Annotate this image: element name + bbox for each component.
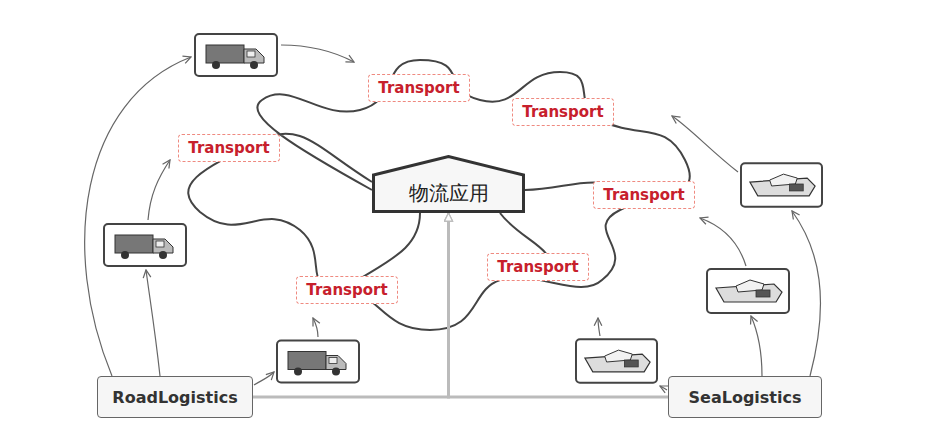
inheritance-connector: [449, 213, 669, 397]
transport-box: Transport: [296, 276, 397, 304]
transport-box: Transport: [178, 134, 279, 162]
vehicle-icons: [104, 34, 822, 383]
node-label: 物流应用: [409, 180, 489, 207]
tangle-lines: [188, 60, 690, 330]
transport-box: Transport: [368, 74, 469, 102]
node-label: Transport: [603, 186, 684, 204]
node-label: RoadLogistics: [112, 388, 237, 407]
node-label: Transport: [188, 139, 269, 157]
logistics-box: SeaLogistics: [668, 376, 822, 418]
node-label: Transport: [378, 79, 459, 97]
logistics-box: RoadLogistics: [97, 376, 252, 418]
transport-box: Transport: [593, 181, 694, 209]
node-label: Transport: [497, 258, 578, 276]
node-label: Transport: [522, 103, 603, 121]
transport-box: Transport: [512, 98, 613, 126]
node-label: Transport: [306, 281, 387, 299]
transport-box: Transport: [487, 253, 588, 281]
usage-arrows: [85, 45, 821, 390]
inheritance-connector: [253, 213, 449, 397]
app-house-box: 物流应用: [372, 155, 525, 213]
house-shape: [374, 157, 524, 212]
node-label: SeaLogistics: [689, 388, 802, 407]
